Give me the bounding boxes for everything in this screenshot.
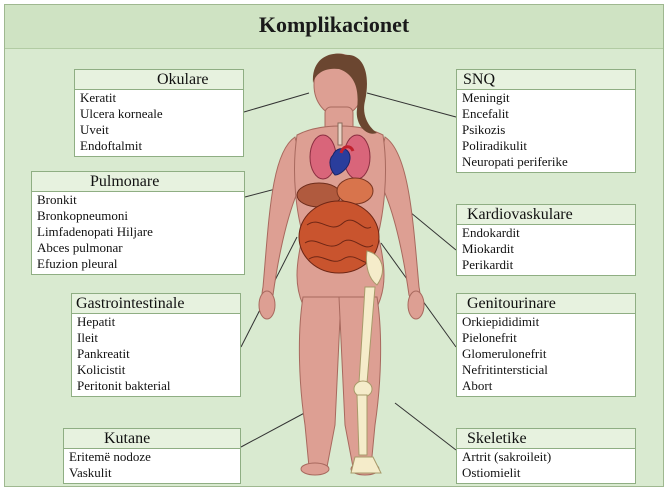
connector-snq: [367, 93, 456, 117]
list-item: Endoftalmit: [75, 138, 243, 154]
list-item: Abort: [457, 378, 635, 394]
foot-left: [301, 463, 329, 475]
leg-left: [299, 297, 341, 467]
list-item: Orkiepididimit: [457, 314, 635, 330]
group-kutane-title: Kutane: [104, 430, 150, 448]
list-item: Bronkopneumoni: [32, 208, 244, 224]
list-item: Eritemë nodoze: [64, 449, 240, 465]
diagram-frame: Komplikacionet: [4, 4, 664, 487]
list-item: Keratit: [75, 90, 243, 106]
stomach: [337, 178, 373, 204]
connector-kutane: [241, 410, 310, 447]
group-skeletike-header: Skeletike: [457, 429, 635, 449]
list-item: Nefritintersticial: [457, 362, 635, 378]
connector-okulare: [244, 93, 309, 112]
list-item: Bronkit: [32, 192, 244, 208]
list-item: Ostiomielit: [457, 465, 635, 481]
group-kutane-header: Kutane: [64, 429, 240, 449]
foot-bones: [351, 457, 381, 473]
group-gastrointestinale-title: Gastrointestinale: [76, 295, 184, 313]
list-item: Perikardit: [457, 257, 635, 273]
group-kutane: Kutane Eritemë nodoze Vaskulit: [63, 428, 241, 484]
list-item: Ulcera korneale: [75, 106, 243, 122]
list-item: Ileit: [72, 330, 240, 346]
list-item: Vaskulit: [64, 465, 240, 481]
list-item: Pankreatit: [72, 346, 240, 362]
group-pulmonare-header: Pulmonare: [32, 172, 244, 192]
list-item: Meningit: [457, 90, 635, 106]
list-item: Pielonefrit: [457, 330, 635, 346]
group-snq-header: SNQ: [457, 70, 635, 90]
group-skeletike: Skeletike Artrit (sakroileit) Ostiomieli…: [456, 428, 636, 484]
group-okulare: Okulare Keratit Ulcera korneale Uveit En…: [74, 69, 244, 157]
list-item: Kolicistit: [72, 362, 240, 378]
list-item: Glomerulonefrit: [457, 346, 635, 362]
list-item: Hepatit: [72, 314, 240, 330]
tibia: [357, 395, 367, 455]
list-item: Neuropati periferike: [457, 154, 635, 170]
group-snq: SNQ Meningit Encefalit Psikozis Poliradi…: [456, 69, 636, 173]
group-genitourinare-title: Genitourinare: [467, 295, 556, 313]
connector-skeletike: [395, 403, 456, 450]
list-item: Limfadenopati Hiljare: [32, 224, 244, 240]
group-genitourinare-header: Genitourinare: [457, 294, 635, 314]
list-item: Psikozis: [457, 122, 635, 138]
list-item: Poliradikulit: [457, 138, 635, 154]
group-pulmonare: Pulmonare Bronkit Bronkopneumoni Limfade…: [31, 171, 245, 275]
group-kardiovaskulare-title: Kardiovaskulare: [467, 206, 573, 224]
group-kardiovaskulare: Kardiovaskulare Endokardit Miokardit Per…: [456, 204, 636, 276]
list-item: Abces pulmonar: [32, 240, 244, 256]
trachea: [338, 123, 342, 145]
group-snq-title: SNQ: [463, 71, 495, 89]
hand-left: [259, 291, 275, 319]
group-gastrointestinale: Gastrointestinale Hepatit Ileit Pankreat…: [71, 293, 241, 397]
hand-right: [408, 291, 424, 319]
list-item: Endokardit: [457, 225, 635, 241]
group-okulare-title: Okulare: [157, 71, 209, 89]
group-kardiovaskulare-header: Kardiovaskulare: [457, 205, 635, 225]
list-item: Miokardit: [457, 241, 635, 257]
list-item: Efuzion pleural: [32, 256, 244, 272]
list-item: Uveit: [75, 122, 243, 138]
group-genitourinare: Genitourinare Orkiepididimit Pielonefrit…: [456, 293, 636, 397]
group-skeletike-title: Skeletike: [467, 430, 527, 448]
group-okulare-header: Okulare: [75, 70, 243, 90]
list-item: Artrit (sakroileit): [457, 449, 635, 465]
group-pulmonare-title: Pulmonare: [90, 173, 159, 191]
list-item: Peritonit bakterial: [72, 378, 240, 394]
group-gastrointestinale-header: Gastrointestinale: [72, 294, 240, 314]
list-item: Encefalit: [457, 106, 635, 122]
